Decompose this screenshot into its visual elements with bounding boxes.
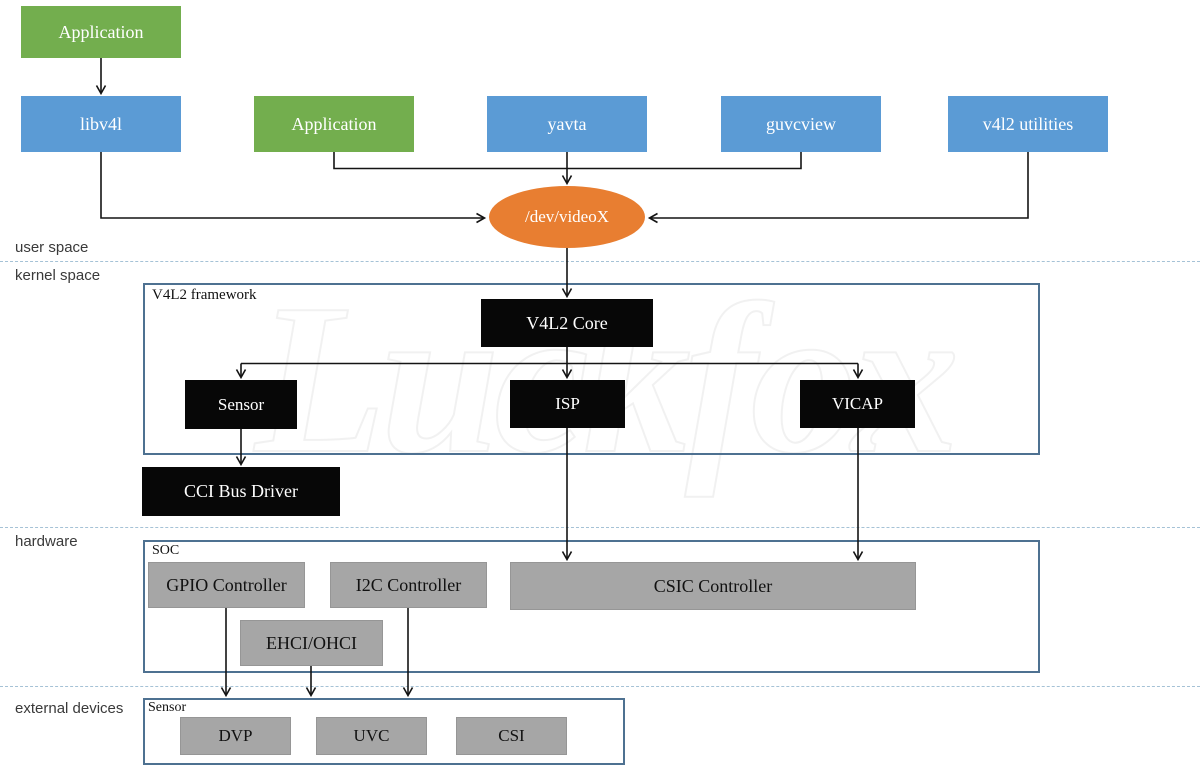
kernel-hardware-divider	[0, 527, 1200, 528]
external-sensor-title: Sensor	[148, 700, 187, 715]
node-v4l2-utilities: v4l2 utilities	[948, 96, 1108, 152]
node-gpio-controller: GPIO Controller	[148, 562, 305, 608]
node-ehci-ohci: EHCI/OHCI	[240, 620, 383, 666]
node-v4l2-core: V4L2 Core	[481, 299, 653, 347]
node-csi: CSI	[456, 717, 567, 755]
node-yavta: yavta	[487, 96, 647, 152]
node-dvp: DVP	[180, 717, 291, 755]
node-guvcview: guvcview	[721, 96, 881, 152]
soc-title: SOC	[152, 543, 180, 558]
hardware-external-divider	[0, 686, 1200, 687]
node-dev-videox: /dev/videoX	[489, 186, 645, 248]
soc-container	[143, 540, 1040, 673]
node-libv4l: libv4l	[21, 96, 181, 152]
node-application-mid: Application	[254, 96, 414, 152]
v4l2-framework-container	[143, 283, 1040, 455]
user-space-label: user space	[15, 239, 89, 256]
external-sensor-container	[143, 698, 625, 765]
node-vicap: VICAP	[800, 380, 915, 428]
luckfox-watermark: Luckfox	[254, 258, 960, 499]
user-kernel-divider	[0, 261, 1200, 262]
node-i2c-controller: I2C Controller	[330, 562, 487, 608]
node-csic-controller: CSIC Controller	[510, 562, 916, 610]
node-isp: ISP	[510, 380, 625, 428]
node-uvc: UVC	[316, 717, 427, 755]
v4l2-framework-title: V4L2 framework	[152, 287, 257, 303]
node-application-top: Application	[21, 6, 181, 58]
node-cci-bus-driver: CCI Bus Driver	[142, 467, 340, 516]
kernel-space-label: kernel space	[15, 267, 101, 284]
node-sensor-driver: Sensor	[185, 380, 297, 429]
external-devices-label: external devices	[15, 700, 124, 717]
hardware-label: hardware	[15, 533, 78, 550]
